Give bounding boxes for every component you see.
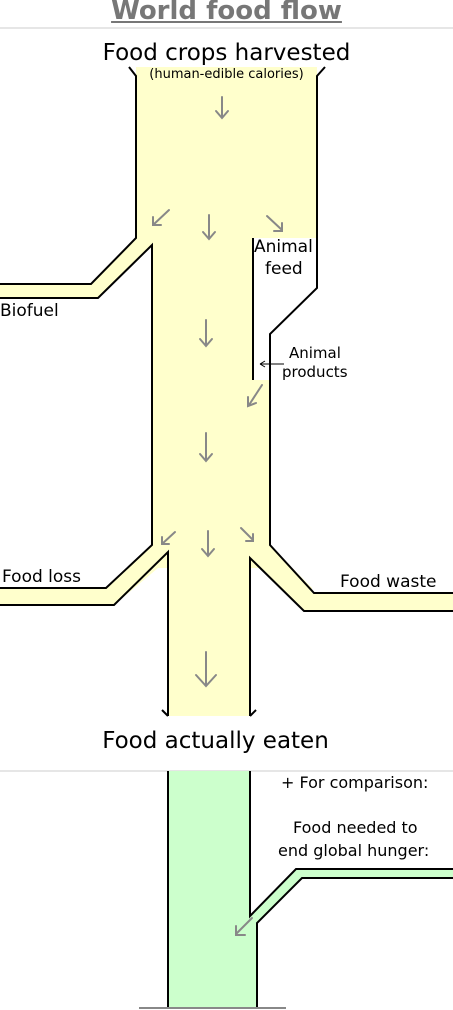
arrow-down-icon [201, 530, 215, 558]
hunger-label-line2: end global hunger: [278, 841, 430, 860]
hunger-right-wall [249, 771, 453, 919]
arrow-down-left-icon [235, 917, 253, 936]
arrow-down-icon [199, 432, 213, 463]
main-flow [0, 67, 317, 716]
animal-products-label-line2: products [282, 363, 348, 381]
animal-feed-label-line2: feed [265, 259, 303, 279]
comparison-heading: + For comparison: [281, 773, 429, 792]
animal-feed-label-line1: Animal [254, 237, 313, 257]
hunger-label-line1: Food needed to [293, 818, 418, 837]
waste-lower-wall [249, 555, 453, 716]
arrow-down-icon [215, 96, 229, 120]
page-title: World food flow [111, 0, 342, 26]
biofuel-label: Biofuel [0, 301, 59, 321]
biofuel-lower-wall [0, 242, 153, 589]
left-bottom-tick [161, 709, 169, 717]
animal-products-label-line1: Animal [289, 344, 341, 362]
arrow-down-right-icon [240, 527, 254, 542]
arrow-down-icon [199, 319, 213, 348]
loss-lower-wall [0, 549, 169, 716]
left-wall [0, 66, 137, 285]
hunger-flow [168, 771, 453, 1008]
hunger-branch-fill [250, 869, 453, 923]
food-loss-label: Food loss [2, 567, 82, 587]
food-eaten-label: Food actually eaten [102, 728, 329, 754]
food-waste-label: Food waste [340, 572, 437, 592]
crops-sublabel: (human-edible calories) [149, 67, 304, 82]
right-bottom-tick [249, 709, 257, 717]
arrow-down-icon [202, 214, 216, 241]
products-pointer-head [259, 360, 266, 368]
arrow-down-left-icon [152, 209, 170, 226]
arrow-down-left-icon [247, 384, 263, 408]
right-wall [269, 66, 453, 594]
waste-branch [304, 593, 453, 611]
arrow-down-right-icon [266, 215, 283, 232]
crops-label: Food crops harvested [102, 40, 351, 66]
arrow-down-icon [195, 651, 217, 688]
arrow-down-left-icon [161, 531, 176, 545]
hunger-lower-wall [256, 877, 453, 1008]
